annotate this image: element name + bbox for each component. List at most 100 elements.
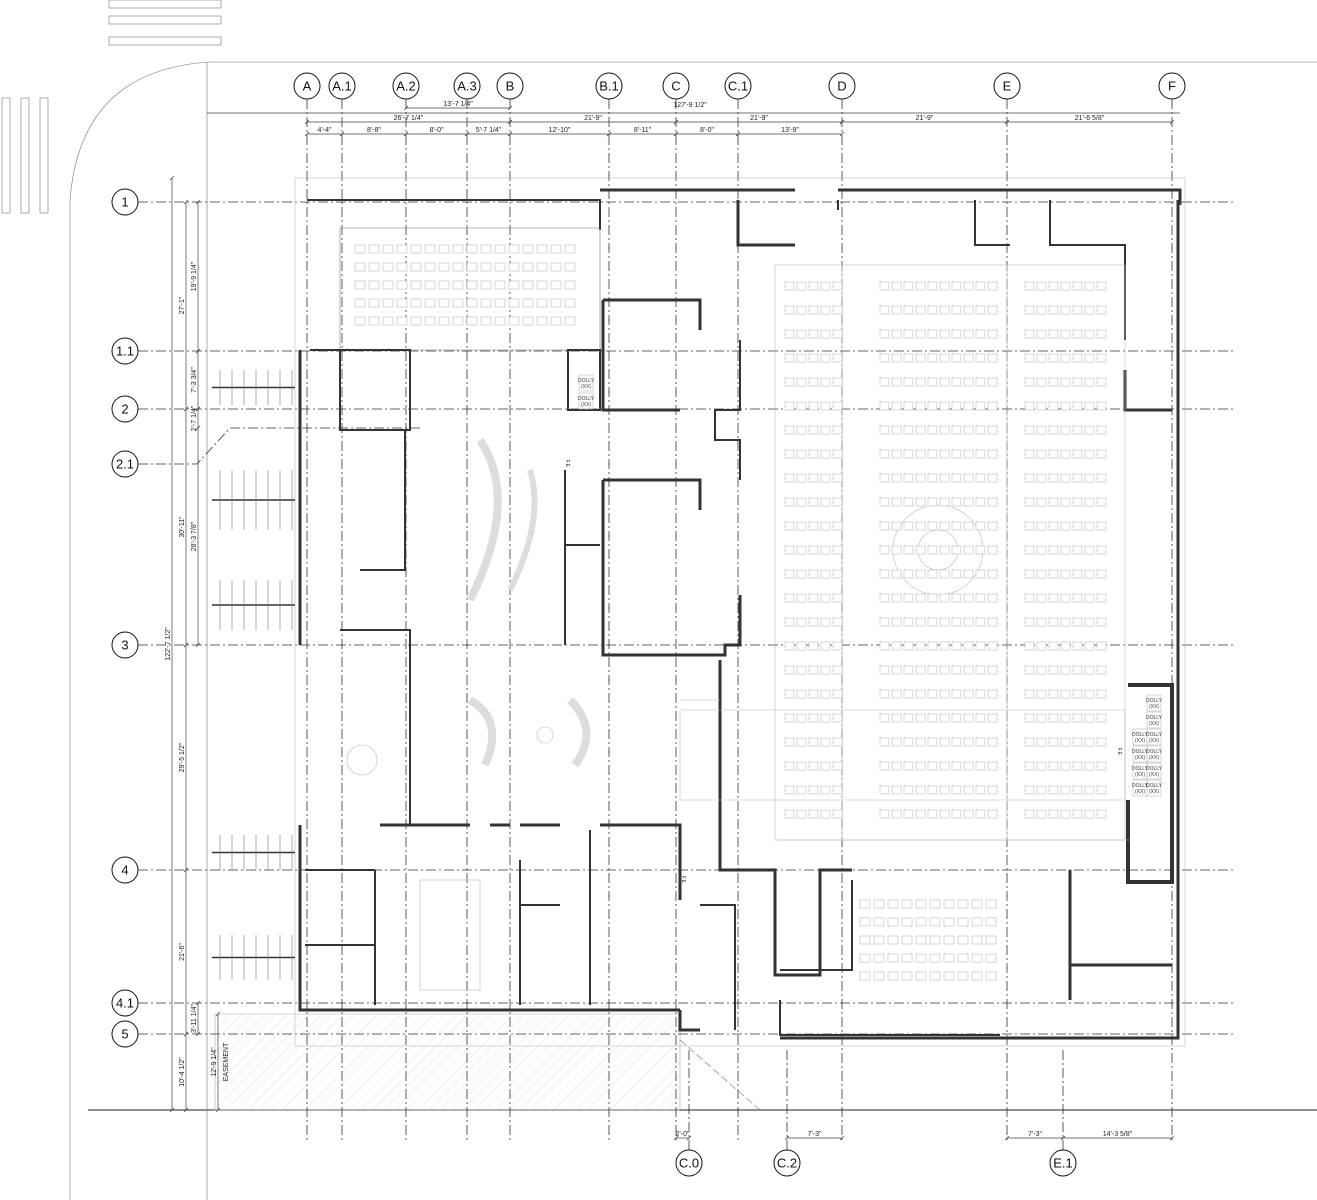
chair [963, 689, 974, 699]
grid-bubble-label: A [303, 79, 312, 94]
chair [1060, 353, 1071, 363]
chair [550, 262, 562, 272]
chair [820, 809, 831, 819]
chair [903, 473, 914, 483]
grid-bubble [111, 188, 139, 216]
grid-bubble-label: A.3 [457, 79, 477, 94]
dolly-bay [1132, 745, 1148, 763]
chair [1072, 401, 1083, 411]
chair [522, 262, 534, 272]
chair [1096, 785, 1107, 795]
chair [927, 353, 938, 363]
chair [1048, 713, 1059, 723]
chair [975, 449, 986, 459]
dimension-tick [686, 1135, 692, 1141]
chair [891, 809, 902, 819]
chair [887, 953, 899, 963]
chair [915, 569, 926, 579]
chair [927, 617, 938, 627]
chair [985, 935, 997, 945]
chair [1036, 761, 1047, 771]
chair [820, 353, 831, 363]
chair [1072, 761, 1083, 771]
chair [859, 917, 871, 927]
chair [929, 935, 941, 945]
chair [963, 521, 974, 531]
dolly-storage: DOLLY(XX)DOLLY(XX)DOLLY(XX)DOLLY(XX)DOLL… [578, 374, 1163, 797]
dimension-tick [735, 131, 741, 137]
chair [508, 262, 520, 272]
dimension-text: 5'-7 1/4" [476, 127, 502, 134]
chair [1072, 377, 1083, 387]
chair [796, 449, 807, 459]
chair [927, 737, 938, 747]
dimension-tick [403, 131, 409, 137]
chair [879, 785, 890, 795]
chair [784, 809, 795, 819]
fire-extinguisher-label: F.E. [680, 876, 686, 885]
chair [879, 545, 890, 555]
dimension-text: 21'-9" [916, 115, 934, 122]
chair [536, 280, 548, 290]
chair [963, 497, 974, 507]
dimension-tick [183, 406, 189, 412]
chair [975, 809, 986, 819]
chair [903, 737, 914, 747]
dimension-text: 3'-11 1/4" [191, 1003, 198, 1033]
chair [903, 305, 914, 315]
dolly-sub-label: (XX) [1135, 738, 1145, 744]
chair [832, 281, 843, 291]
chair [784, 425, 795, 435]
dimension-text: 10'-4 1/2" [179, 1057, 186, 1087]
dimension-strings: 13'-7 1/4"127'-9 1/2"26'-7 1/4"21'-9"21'… [165, 101, 1180, 1141]
chair [396, 280, 408, 290]
chair [963, 329, 974, 339]
chair [784, 281, 795, 291]
chair [832, 665, 843, 675]
chair [796, 809, 807, 819]
chair [891, 761, 902, 771]
chair [975, 305, 986, 315]
chair [424, 280, 436, 290]
chair [963, 281, 974, 291]
chair [1048, 785, 1059, 795]
easement-label: EASEMENT [223, 1042, 230, 1081]
chair [1060, 497, 1071, 507]
dimension-tick [183, 867, 189, 873]
chair [382, 262, 394, 272]
chair [927, 329, 938, 339]
dimension-tick [1169, 1135, 1175, 1141]
chair [915, 785, 926, 795]
dimension-tick [183, 642, 189, 648]
chair [1036, 665, 1047, 675]
chair [951, 545, 962, 555]
chair [368, 280, 380, 290]
chair [1060, 425, 1071, 435]
chair [987, 545, 998, 555]
grid-bubble-label: C.2 [777, 1156, 797, 1171]
dolly-sub-label: (XX) [1149, 704, 1159, 710]
chair [820, 641, 831, 651]
chair [929, 971, 941, 981]
chair [1096, 617, 1107, 627]
grid-bubble-label: E.1 [1053, 1156, 1073, 1171]
chair [536, 262, 548, 272]
chair [1036, 377, 1047, 387]
grid-bubble-label: 2 [121, 402, 128, 417]
dimension-text: 12'-10" [549, 127, 571, 134]
chair [987, 785, 998, 795]
chair [903, 593, 914, 603]
chair [382, 298, 394, 308]
chair [1072, 497, 1083, 507]
dolly-bay [1132, 728, 1148, 746]
chair [550, 298, 562, 308]
chair [820, 305, 831, 315]
chair [859, 899, 871, 909]
chair [368, 262, 380, 272]
chair [987, 401, 998, 411]
chair [951, 641, 962, 651]
chair [1048, 593, 1059, 603]
chair [354, 262, 366, 272]
chair [879, 425, 890, 435]
chair [915, 449, 926, 459]
